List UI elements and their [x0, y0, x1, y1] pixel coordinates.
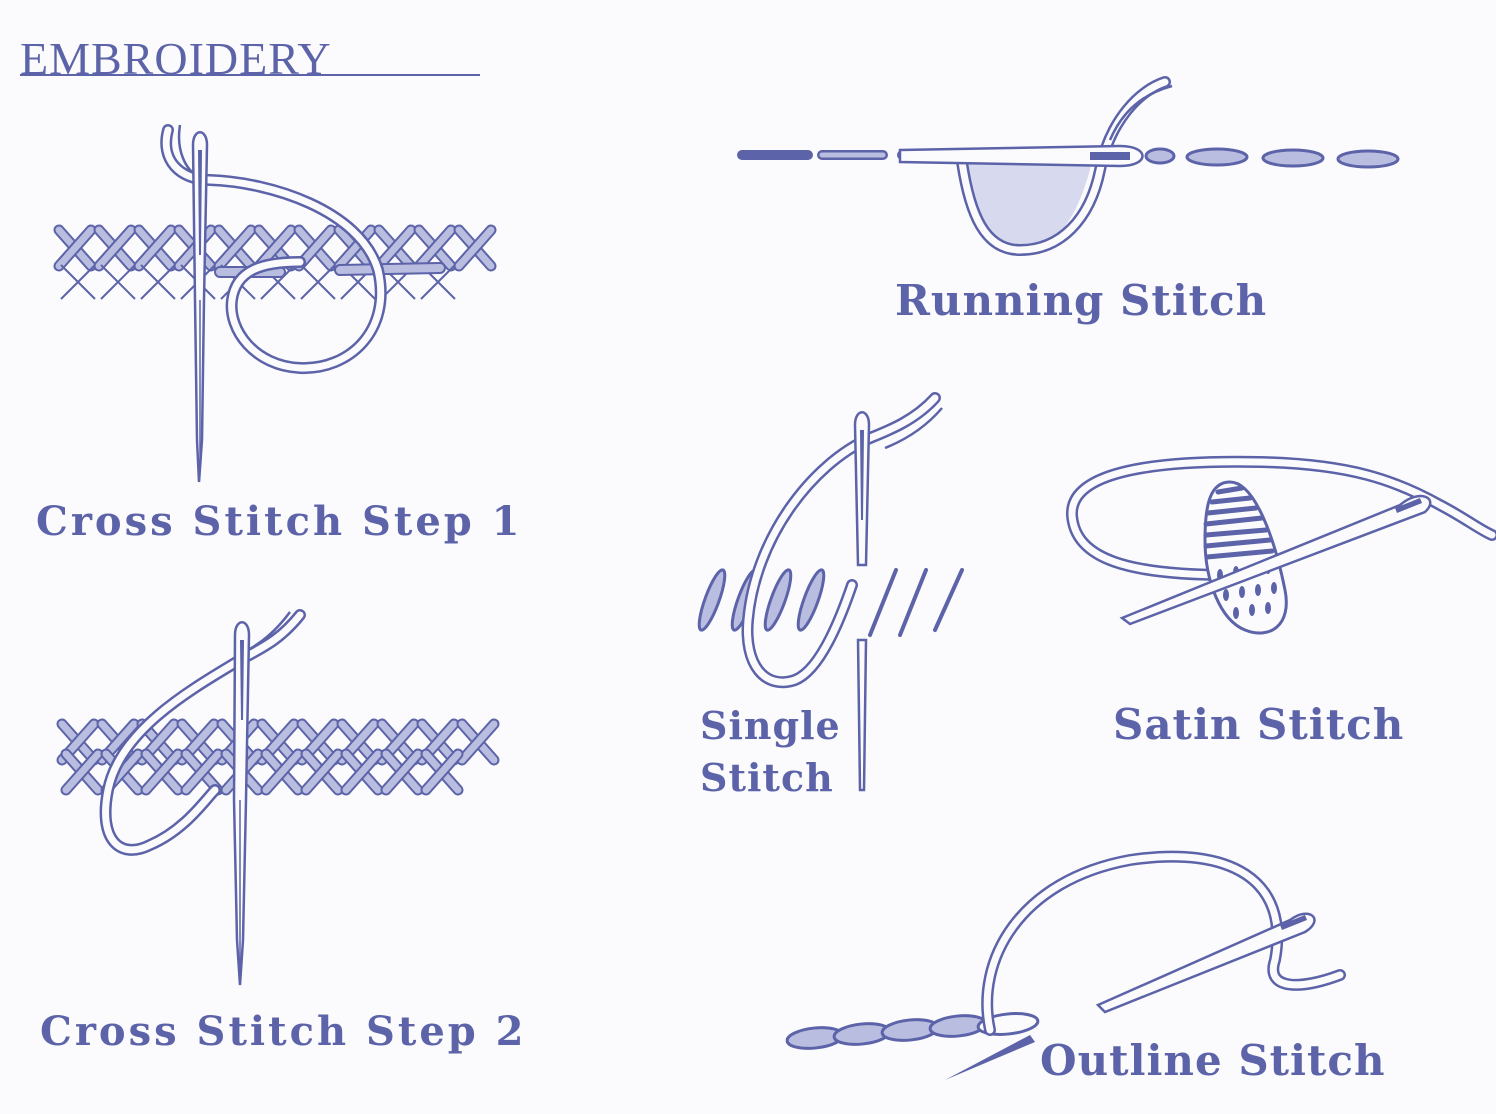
single-stitch-marks — [697, 568, 964, 637]
needle — [898, 144, 1144, 168]
thread — [956, 76, 1173, 257]
label-cross-stitch-step2: Cross Stitch Step 2 — [40, 1008, 527, 1055]
label-satin-stitch: Satin Stitch — [1113, 700, 1405, 749]
label-cross-stitch-step1: Cross Stitch Step 1 — [36, 498, 523, 545]
thread — [1065, 455, 1496, 581]
satin-shape — [1203, 480, 1288, 635]
needle-point — [856, 638, 868, 792]
cross-stitch-step1-figure — [59, 124, 491, 483]
needle — [945, 912, 1316, 1080]
label-single-stitch-line1: Single — [700, 703, 841, 748]
single-stitch-figure — [697, 392, 964, 792]
cross-stitch-step2-figure — [62, 609, 494, 986]
label-single-stitch: Single Stitch — [700, 700, 841, 804]
needle — [1119, 494, 1432, 626]
title-underline — [20, 74, 480, 76]
outline-stitch-figure — [785, 850, 1346, 1080]
needle — [232, 621, 251, 986]
satin-stitch-figure — [1065, 455, 1496, 635]
label-outline-stitch: Outline Stitch — [1040, 1036, 1386, 1085]
label-single-stitch-line2: Stitch — [700, 755, 834, 800]
fabric-fold — [962, 162, 1092, 250]
thread — [981, 850, 1346, 1036]
running-stitch-figure — [737, 76, 1400, 257]
thread — [741, 392, 943, 689]
outline-stitch-marks — [785, 1012, 1040, 1050]
needle — [191, 131, 209, 483]
label-running-stitch: Running Stitch — [895, 276, 1268, 325]
needle-eye — [853, 411, 871, 567]
